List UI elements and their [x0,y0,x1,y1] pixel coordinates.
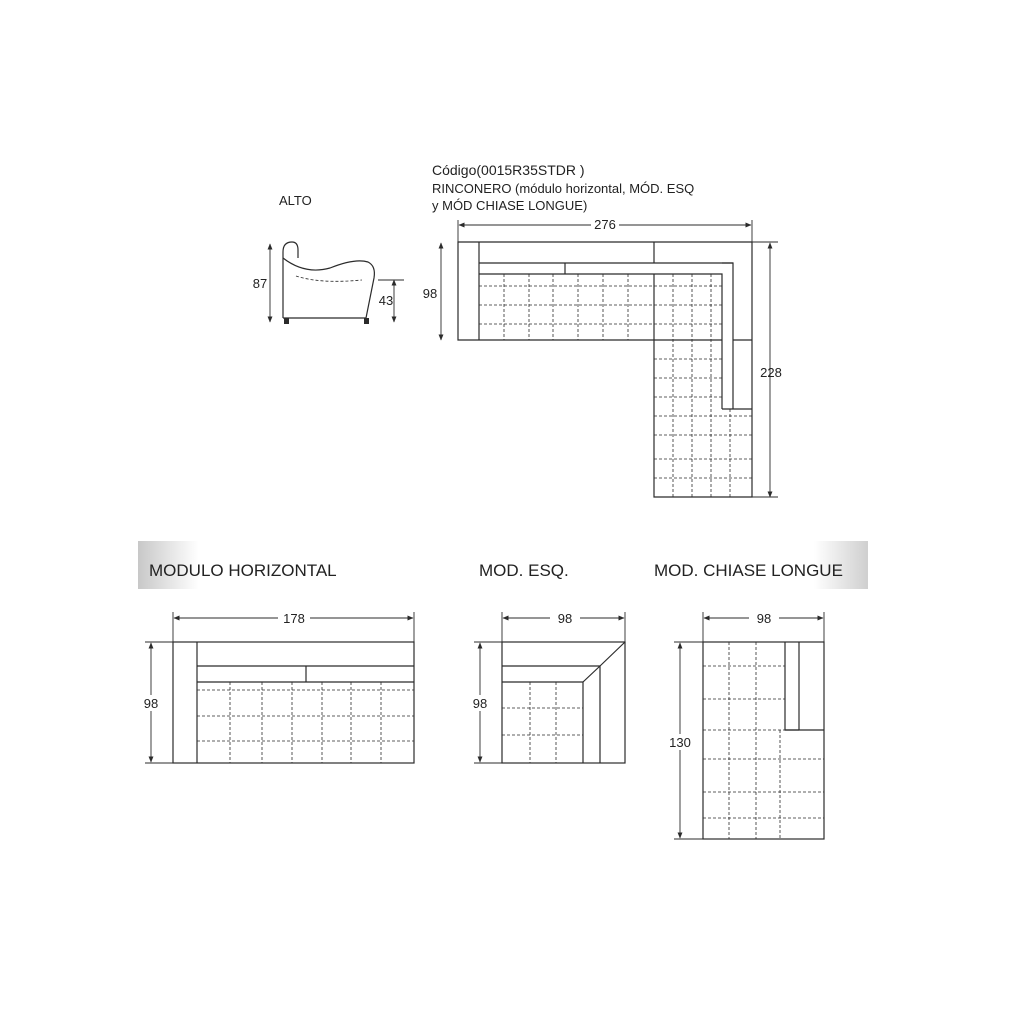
module-corner-tufting [502,682,583,763]
module-corner-width-value: 98 [558,611,572,626]
module-horizontal-width-value: 178 [283,611,305,626]
corner-horizontal-tufting [479,274,654,340]
corner-width-value: 276 [594,217,616,232]
product-description-line1: RINCONERO (módulo horizontal, MÓD. ESQ [432,181,694,196]
side-view-back-foot [364,318,369,324]
side-view-label: ALTO [279,193,312,208]
module-horizontal-plan: 178 98 [138,611,415,764]
module-chaise-width-value: 98 [757,611,771,626]
module-horizontal-title: MODULO HORIZONTAL [149,561,337,580]
module-chaise-title: MOD. CHIASE LONGUE [654,561,843,580]
corner-length-value: 228 [760,365,782,380]
module-horizontal-outline [172,641,415,764]
corner-back-inner [479,262,734,409]
module-corner-plan: 98 98 [467,611,626,764]
module-horizontal-depth-value: 98 [144,696,158,711]
side-view-seat-profile [282,257,375,319]
module-corner-depth-value: 98 [473,696,487,711]
product-code: Código(0015R35STDR ) [432,162,585,178]
corner-chaise-tufting [654,274,752,497]
corner-outline [457,241,753,498]
side-view: ALTO 87 43 [253,193,404,324]
product-description-line2: y MÓD CHIASE LONGUE) [432,198,587,213]
module-corner-outline [501,641,626,764]
side-view-front-foot [284,318,289,324]
side-view-height-value: 87 [253,276,267,291]
module-horizontal-tufting [197,682,414,763]
side-view-cushion-line [295,275,363,282]
module-chaise-plan: 98 130 [664,611,825,840]
side-view-backrest [282,241,299,318]
module-chaise-depth-value: 130 [669,735,691,750]
corner-depth-value: 98 [423,286,437,301]
corner-sofa-plan: 276 98 228 [423,217,782,498]
module-chaise-tufting [703,642,824,839]
module-chaise-outline [702,641,825,840]
module-corner-title: MOD. ESQ. [479,561,569,580]
corner-back-cushion [479,273,723,409]
corner-width-label-bg [591,218,619,232]
side-view-seat-value: 43 [379,293,393,308]
section-header-band [138,541,868,589]
